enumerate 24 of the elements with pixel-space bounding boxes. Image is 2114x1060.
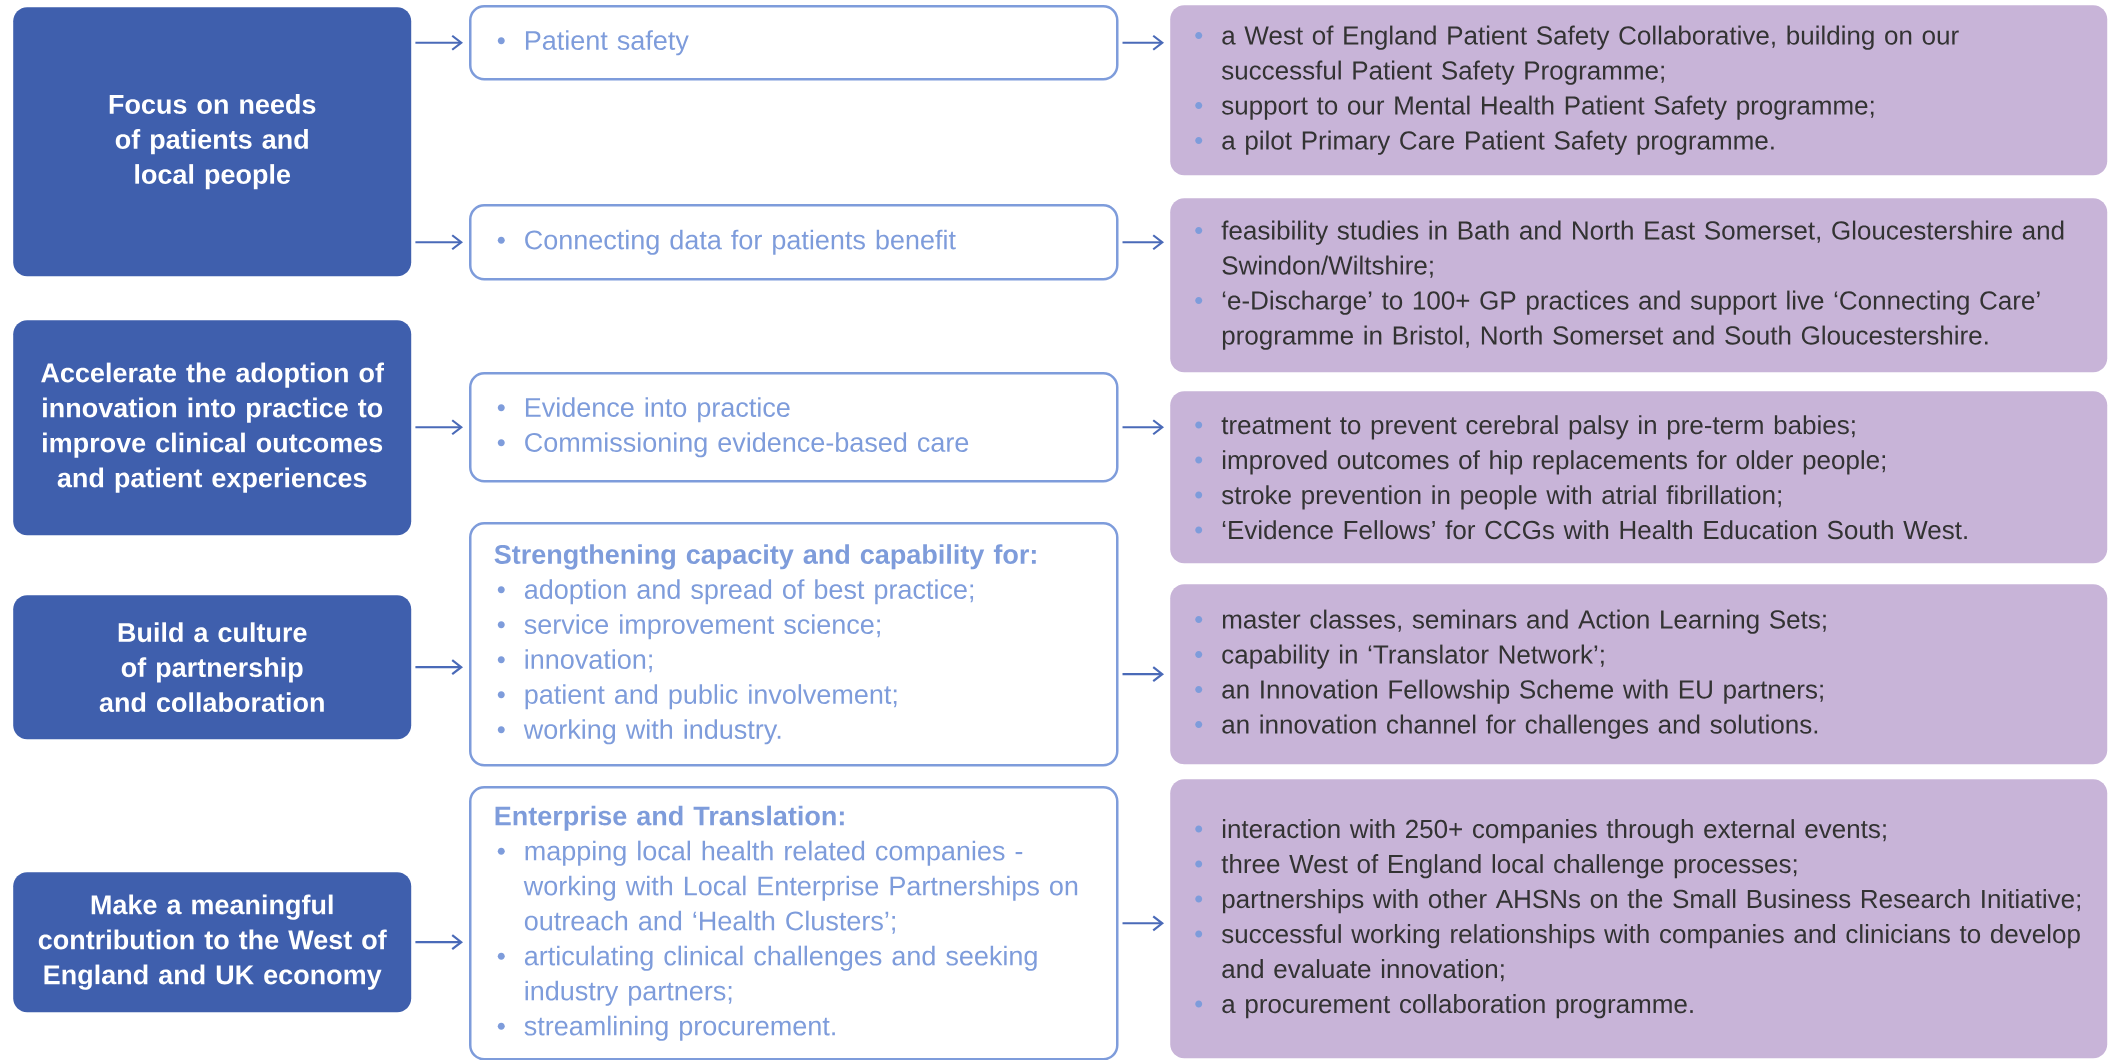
- arrow: [1122, 915, 1165, 932]
- goal-box: Make a meaningful contribution to the West of England and UK economy: [13, 872, 412, 1013]
- arrow: [1122, 34, 1165, 51]
- focus-box: Patient safety: [469, 5, 1119, 81]
- focus-box: Evidence into practice Commissioning evidence-based care: [469, 372, 1119, 483]
- arrow: [1122, 234, 1165, 251]
- goal-box: Accelerate the adoption of innovation into practice to improve clinical outcomes and patient experiences: [13, 320, 412, 536]
- arrow: [415, 659, 463, 676]
- arrow: [415, 234, 463, 251]
- arrow: [415, 934, 463, 951]
- arrow: [1122, 419, 1165, 436]
- focus-box: Connecting data for patients benefit: [469, 204, 1119, 281]
- outcome-box: feasibility studies in Bath and North East Somerset, Gloucestershire and Swindon/Wiltshire; ‘e-Discharge’ to 100+ GP practices and support live ‘Connecting Care’ programme in Bristol, North Somerset and South Gloucestershire.: [1170, 198, 2108, 373]
- outcome-box: master classes, seminars and Action Learning Sets; capability in ‘Translator Network’; an Innovation Fellowship Scheme with EU partners; an innovation channel for challenges and solutions.: [1170, 584, 2108, 765]
- arrow: [1122, 666, 1165, 683]
- focus-box: Enterprise and Translation: mapping local health related companies - working with Local Enterprise Partnerships on outreach and ‘Health Clusters’; articulating clinical challenges and seeking industry partners; streamlining procurement.: [469, 786, 1119, 1060]
- outcome-box: a West of England Patient Safety Collaborative, building on our successful Patient Safety Programme; support to our Mental Health Patient Safety programme; a pilot Primary Care Patient Safety programme.: [1170, 5, 2108, 176]
- goal-box: Build a culture of partnership and collaboration: [13, 595, 412, 740]
- arrow: [415, 419, 463, 436]
- outcome-box: treatment to prevent cerebral palsy in pre-term babies; improved outcomes of hip replacements for older people; stroke prevention in people with atrial fibrillation; ‘Evidence Fellows’ for CCGs with Health Education South West.: [1170, 391, 2108, 564]
- arrow: [415, 34, 463, 51]
- outcome-box: interaction with 250+ companies through external events; three West of England local challenge processes; partnerships with other AHSNs on the Small Business Research Initiative; successful working relationships with companies and clinicians to develop and evaluate innovation; a procurement collaboration programme.: [1170, 779, 2108, 1059]
- goal-box: Focus on needs of patients and local people: [13, 7, 412, 277]
- focus-box: Strengthening capacity and capability for: adoption and spread of best practice; service improvement science; innovation; patient and public involvement; working with industry.: [469, 522, 1119, 767]
